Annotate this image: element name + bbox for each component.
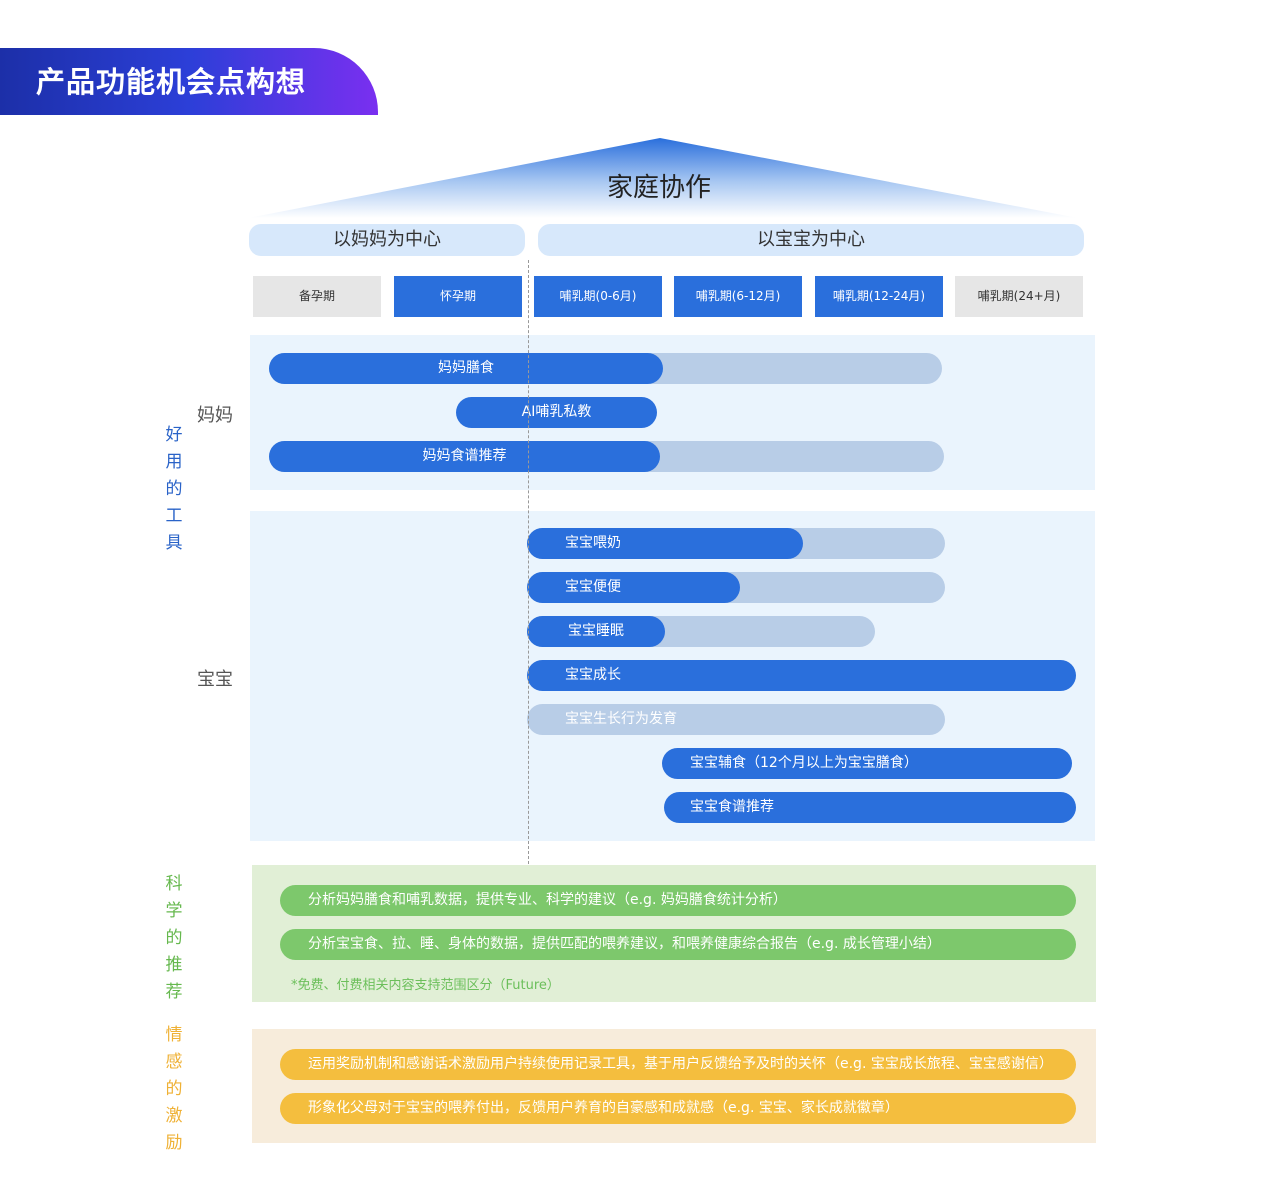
side-label-science: 科 学 的 推 荐 [163,871,185,1006]
role-mom: 妈妈 [197,405,233,426]
stage-nursing-6-12: 哺乳期(6-12月) [674,276,802,317]
side-label-char: 工 [165,506,183,526]
roof-shape [248,138,1078,218]
feature-mom-recipes: 妈妈食谱推荐 [269,441,660,472]
role-baby: 宝宝 [197,669,233,690]
stage-nursing-12-24: 哺乳期(12-24月) [815,276,943,317]
science-item: 分析妈妈膳食和哺乳数据，提供专业、科学的建议（e.g. 妈妈膳食统计分析） [280,885,1076,916]
feature-mom-diet: 妈妈膳食 [269,353,663,384]
feature-ai-nursing-coach: AI哺乳私教 [456,397,657,428]
page-title: 产品功能机会点构想 [36,65,307,99]
side-label-char: 激 [165,1106,183,1126]
side-label-char: 情 [165,1025,183,1045]
side-label-char: 感 [165,1052,183,1072]
side-label-char: 的 [165,1079,183,1099]
side-label-emotion: 情 感 的 激 励 [163,1022,185,1157]
science-note: *免费、付费相关内容支持范围区分（Future） [291,978,560,993]
side-label-char: 的 [165,479,183,499]
stage-nursing-0-6: 哺乳期(0-6月) [534,276,662,317]
center-baby: 以宝宝为中心 [538,224,1084,256]
center-mom: 以妈妈为中心 [249,224,525,256]
feature-baby-complementary-food: 宝宝辅食（12个月以上为宝宝膳食） [662,748,1072,779]
stage-pregnancy: 怀孕期 [394,276,522,317]
feature-baby-feeding: 宝宝喂奶 [527,528,803,559]
feature-baby-recipes: 宝宝食谱推荐 [664,792,1076,823]
stage-divider-line [528,260,529,864]
feature-baby-sleep: 宝宝睡眠 [527,616,665,647]
emotion-section [252,1029,1096,1143]
side-label-char: 科 [165,874,183,894]
side-label-char: 用 [165,452,183,472]
side-label-char: 的 [165,928,183,948]
side-label-char: 好 [165,425,183,445]
feature-baby-diaper: 宝宝便便 [527,572,740,603]
side-label-char: 荐 [165,982,183,1002]
side-label-char: 励 [165,1133,183,1153]
feature-baby-development: 宝宝生长行为发育 [527,704,945,735]
feature-baby-growth: 宝宝成长 [527,660,1076,691]
side-label-tools: 好 用 的 工 具 [163,422,185,557]
header-banner [0,48,378,115]
emotion-item: 形象化父母对于宝宝的喂养付出，反馈用户养育的自豪感和成就感（e.g. 宝宝、家长… [280,1093,1076,1124]
stage-nursing-24-plus: 哺乳期(24+月) [955,276,1083,317]
side-label-char: 学 [165,901,183,921]
side-label-char: 推 [165,955,183,975]
science-item: 分析宝宝食、拉、睡、身体的数据，提供匹配的喂养建议，和喂养健康综合报告（e.g.… [280,929,1076,960]
stage-pre-pregnancy: 备孕期 [253,276,381,317]
roof-title: 家庭协作 [606,173,711,203]
emotion-item: 运用奖励机制和感谢话术激励用户持续使用记录工具，基于用户反馈给予及时的关怀（e.… [280,1049,1076,1080]
side-label-char: 具 [165,533,183,553]
